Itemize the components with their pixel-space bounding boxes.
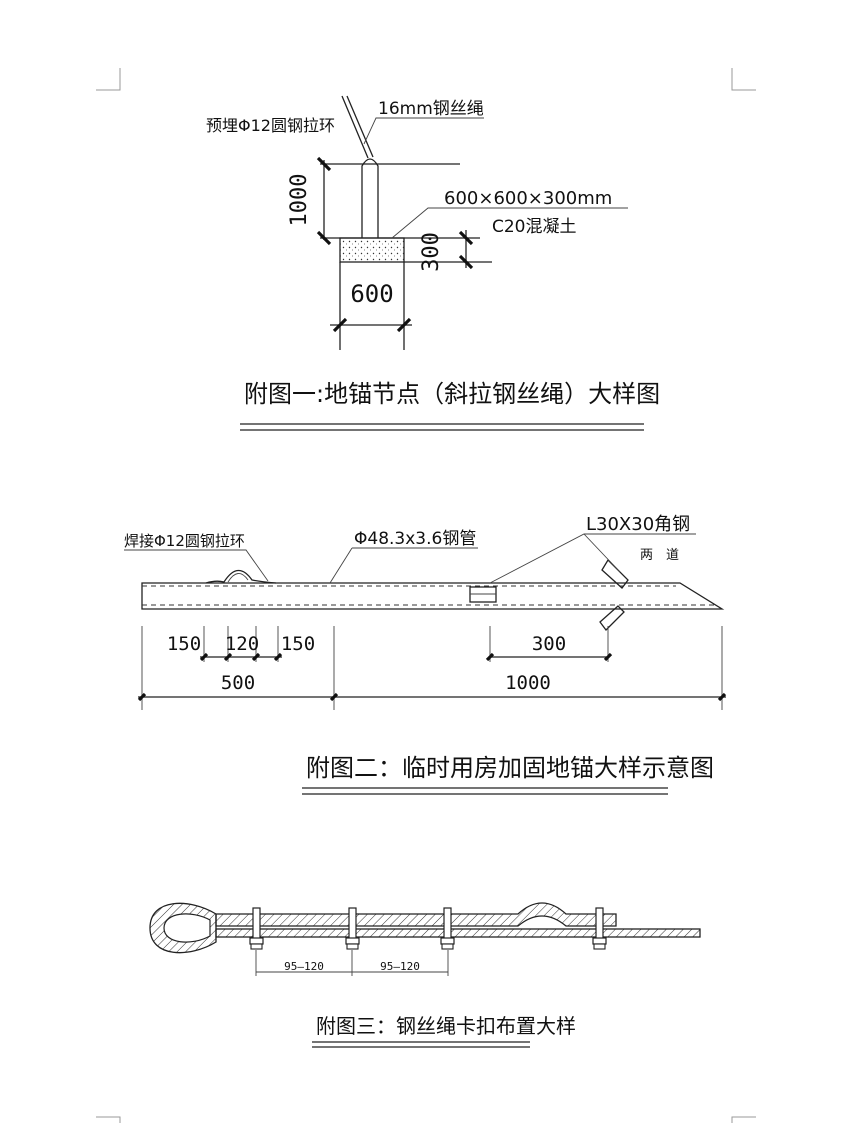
angle-steel-upper <box>601 558 629 589</box>
pipe-label: Φ48.3x3.6钢管 <box>354 529 476 549</box>
dim-500-label: 500 <box>221 672 255 694</box>
angle-steel-lower <box>599 605 625 631</box>
rope-clip <box>592 907 607 950</box>
block-size-label: 600×600×300mm <box>444 188 612 209</box>
concrete-block <box>339 237 405 263</box>
anchor-post <box>361 158 379 238</box>
leader-ring <box>124 549 269 582</box>
ring-label: 预埋Φ12圆钢拉环 <box>206 116 335 135</box>
ring-label-2: 焊接Φ12圆钢拉环 <box>124 532 245 550</box>
figure-3-rope-clip-layout: 95–120 95–120 附图三：钢丝绳卡扣布置大样 <box>149 902 701 1048</box>
dim-120-label: 120 <box>225 633 259 655</box>
angle-label: L30X30角钢 <box>586 514 690 535</box>
figure-2-title: 附图二：临时用房加固地锚大样示意图 <box>306 754 714 782</box>
dim-width-label: 600 <box>350 280 393 308</box>
rope-clip <box>440 907 455 950</box>
rope-clip <box>249 907 264 950</box>
welded-ring <box>205 569 277 584</box>
dim-height-label: 1000 <box>287 174 312 227</box>
dim-300-label: 300 <box>532 633 566 655</box>
figure-3-title: 附图三：钢丝绳卡扣布置大样 <box>316 1014 576 1038</box>
leader-rope <box>363 117 484 145</box>
figure-2-temporary-house-anchor: 焊接Φ12圆钢拉环 Φ48.3x3.6钢管 L30X30角钢 两 道 150 1… <box>124 514 727 795</box>
rope-lower-strand <box>215 928 701 938</box>
clip-spacing-a-label: 95–120 <box>284 960 324 973</box>
angle-steel-plate <box>469 586 497 603</box>
figure-1-anchor-node: 1000 300 600 预埋Φ12圆钢拉环 16mm钢丝绳 600×600×3… <box>206 95 660 431</box>
leader-pipe <box>329 547 353 584</box>
steel-pipe <box>141 582 725 610</box>
steel-rope <box>341 95 369 159</box>
concrete-label: C20混凝土 <box>492 217 577 237</box>
dim-1000-label: 1000 <box>505 672 551 694</box>
rope-label: 16mm钢丝绳 <box>378 99 484 119</box>
rope-upper-strand <box>215 902 617 927</box>
dim-150-left-label: 150 <box>167 633 201 655</box>
leader-block <box>391 207 628 239</box>
clip-spacing-b-label: 95–120 <box>380 960 420 973</box>
angle-note-label: 两 道 <box>640 548 679 563</box>
figure-1-title: 附图一:地锚节点（斜拉钢丝绳）大样图 <box>244 380 660 408</box>
rope-clip <box>345 907 360 950</box>
crop-marks <box>96 68 756 1123</box>
dim-depth-label: 300 <box>419 232 444 272</box>
dim-150-right-label: 150 <box>281 633 315 655</box>
